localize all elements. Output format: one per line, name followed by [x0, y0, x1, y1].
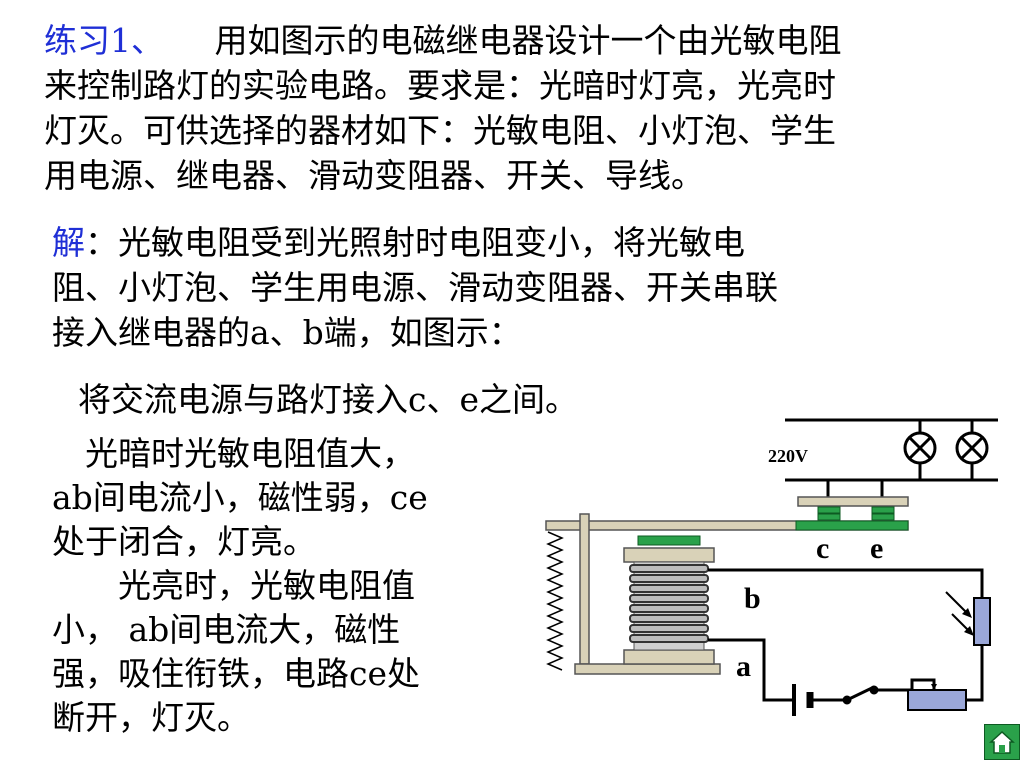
lamp-icon [903, 431, 937, 465]
rheostat-icon[interactable] [907, 684, 967, 711]
base-plate [574, 663, 721, 675]
explanation-line-6: 强，吸住衔铁，电路ce处 [52, 654, 421, 693]
question-line-3: 灯灭。可供选择的器材如下：光敏电阻、小灯泡、学生 [44, 111, 836, 150]
explanation-line-1: 光暗时光敏电阻值大， [85, 434, 415, 473]
solution-label: 解 [52, 223, 85, 262]
switch-icon[interactable] [842, 685, 879, 705]
solution-line-1: ：光敏电阻受到光照射时电阻变小，将光敏电 [85, 223, 745, 262]
solution-line-2: 阻、小灯泡、学生用电源、滑动变阻器、开关串联 [52, 268, 778, 307]
terminal-c-label: c [816, 532, 829, 565]
terminal-e-label: e [870, 532, 883, 565]
voltage-label: 220V [768, 446, 808, 466]
explanation-line-3: 处于闭合，灯亮。 [52, 522, 316, 561]
ac-note: 将交流电源与路灯接入c、e之间。 [78, 380, 579, 419]
question-line-1: 用如图示的电磁继电器设计一个由光敏电阻 [214, 21, 842, 60]
question-text: 练习1、 用如图示的电磁继电器设计一个由光敏电阻 来控制路灯的实验电路。要求是：… [44, 18, 1009, 198]
question-line-4: 用电源、继电器、滑动变阻器、开关、导线。 [44, 156, 704, 195]
question-line-2: 来控制路灯的实验电路。要求是：光暗时灯亮，光亮时 [44, 66, 836, 105]
control-wires [708, 568, 984, 702]
solution-line-3: 接入继电器的a、b端，如图示： [52, 313, 522, 352]
explanation-line-7: 断开，灯灭。 [52, 698, 250, 737]
lamp-icon [955, 431, 989, 465]
home-icon [989, 730, 1015, 754]
battery-icon [792, 684, 814, 716]
electromagnet-coil [623, 535, 715, 665]
explanation-line-4: 光亮时，光敏电阻值 [118, 566, 415, 605]
contacts [817, 506, 895, 521]
question-label: 练习1、 [44, 21, 164, 60]
spring-icon [546, 531, 564, 671]
moving-contact [795, 520, 909, 531]
armature-pivot [579, 513, 590, 665]
photoresistor-icon [945, 591, 991, 646]
solution-text: 解：光敏电阻受到光照射时电阻变小，将光敏电 阻、小灯泡、学生用电源、滑动变阻器、… [52, 220, 932, 355]
terminal-b-label: b [744, 582, 761, 615]
explanation-text: 光暗时光敏电阻值大， ab间电流小，磁性弱，ce 处于闭合，灯亮。 光亮时，光敏… [52, 432, 502, 740]
upper-contact-bar [797, 496, 909, 507]
home-button[interactable] [984, 724, 1020, 760]
explanation-line-2: ab间电流小，磁性弱，ce [52, 478, 428, 517]
explanation-line-5: 小， ab间电流大，磁性 [52, 610, 401, 649]
terminal-a-label: a [736, 650, 751, 683]
